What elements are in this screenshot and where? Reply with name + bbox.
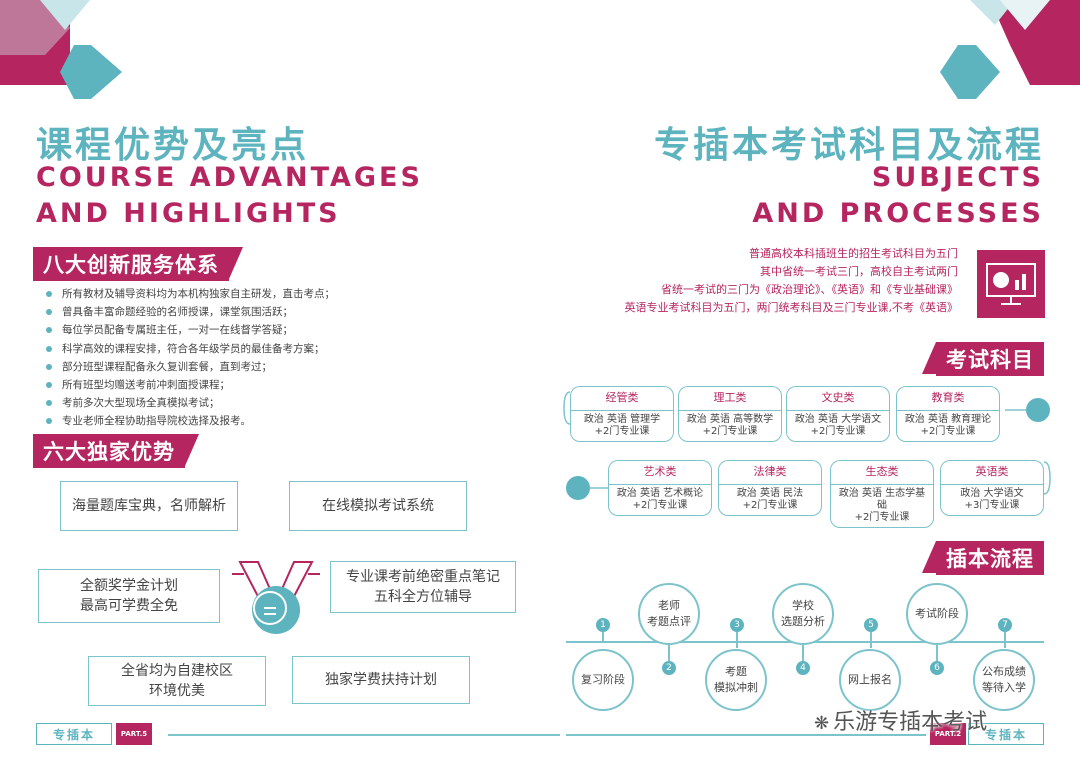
advantage-question-bank: 海量题库宝典，名师解析 [60, 481, 238, 531]
section-tag-process: 插本流程 [922, 541, 1044, 575]
step-school-selection: 学校选题分析 [772, 583, 834, 645]
step-exam: 考试阶段 [906, 583, 968, 645]
advantage-secret-notes: 专业课考前绝密重点笔记 五科全方位辅导 [330, 561, 516, 613]
step-mock-exam: 考题模拟冲刺 [705, 649, 767, 711]
right-title-en-line2: AND PROCESSES [752, 198, 1044, 229]
footer-label-right: 专插本 [968, 723, 1044, 745]
footer-line-right [566, 734, 926, 736]
section-tag-advantages: 六大独家优势 [33, 434, 199, 468]
right-title-cn: 专插本考试科目及流程 [653, 125, 1044, 166]
category-engineering: 理工类 政治 英语 高等数学+2门专业课 [678, 386, 782, 442]
watermark: ❋乐游专插本考试 [814, 710, 988, 735]
step-review: 复习阶段 [572, 649, 634, 711]
step-number: 5 [864, 618, 878, 632]
timeline-tick [602, 632, 604, 642]
left-title-cn: 课程优势及亮点 [36, 125, 310, 166]
step-number: 2 [662, 661, 676, 675]
left-title-en-line2: AND HIGHLIGHTS [36, 198, 341, 229]
footer-part-left: PART.5 [116, 723, 152, 745]
section-tag-subjects: 考试科目 [922, 342, 1044, 376]
right-title-en-line1: SUBJECTS [871, 162, 1044, 193]
category-law: 法律类 政治 英语 民法+2门专业课 [718, 460, 822, 516]
services-list: 所有教材及辅导资料均为本机构独家自主研发，直击考点； 曾具备丰富命题经验的名师授… [46, 285, 335, 431]
step-teacher-review: 老师考题点评 [638, 583, 700, 645]
step-results: 公布成绩等待入学 [973, 649, 1035, 711]
timeline-tick [936, 645, 938, 661]
footer-part-right: PART.2 [930, 723, 966, 745]
advantage-scholarship: 全额奖学金计划 最高可学费全免 [38, 569, 220, 623]
step-online-registration: 网上报名 [839, 649, 901, 711]
presentation-icon [977, 250, 1045, 318]
list-item: 部分班型课程配备永久复训套餐，直到考过； [46, 358, 335, 376]
left-title-en-line1: COURSE ADVANTAGES [36, 162, 423, 193]
footer-label-left: 专插本 [36, 723, 112, 745]
medal-icon [232, 561, 320, 634]
timeline-tick [668, 645, 670, 661]
top-right-decoration [940, 0, 1080, 99]
timeline-tick [802, 645, 804, 661]
list-item: 曾具备丰富命题经验的名师授课，课堂氛围活跃； [46, 303, 335, 321]
subjects-connector [563, 391, 1051, 500]
timeline-tick [870, 632, 872, 648]
list-item: 所有班型均赠送考前冲刺面授课程； [46, 376, 335, 394]
top-left-decoration [0, 0, 122, 99]
footer-line-left [168, 734, 560, 736]
list-item: 考前多次大型现场全真模拟考试； [46, 394, 335, 412]
step-number: 6 [930, 661, 944, 675]
category-art: 艺术类 政治 英语 艺术概论+2门专业课 [608, 460, 712, 516]
step-number: 3 [730, 618, 744, 632]
timeline-tick [1004, 632, 1006, 648]
timeline-tick [736, 632, 738, 648]
section-tag-services: 八大创新服务体系 [33, 247, 243, 281]
category-liberal-arts: 文史类 政治 英语 大学语文+2门专业课 [786, 386, 890, 442]
category-ecology: 生态类 政治 英语 生态学基础+2门专业课 [830, 460, 934, 528]
chat-icon: ❋ [814, 713, 830, 734]
list-item: 专业老师全程协助指导院校选择及报考。 [46, 412, 335, 430]
step-number: 7 [998, 618, 1012, 632]
advantage-online-exam: 在线模拟考试系统 [289, 481, 467, 531]
category-economics: 经管类 政治 英语 管理学+2门专业课 [570, 386, 674, 442]
advantage-tuition-support: 独家学费扶持计划 [292, 656, 470, 704]
list-item: 每位学员配备专属班主任，一对一在线督学答疑； [46, 321, 335, 339]
list-item: 所有教材及辅导资料均为本机构独家自主研发，直击考点； [46, 285, 335, 303]
step-number: 4 [796, 661, 810, 675]
category-english: 英语类 政治 大学语文+3门专业课 [940, 460, 1044, 516]
step-number: 1 [596, 618, 610, 632]
list-item: 科学高效的课程安排，符合各年级学员的最佳备考方案； [46, 340, 335, 358]
advantage-campus: 全省均为自建校区 环境优美 [88, 656, 266, 706]
intro-text: 普通高校本科插班生的招生考试科目为五门 其中省统一考试三门，高校自主考试两门 省… [624, 247, 959, 314]
category-education: 教育类 政治 英语 教育理论+2门专业课 [896, 386, 1000, 442]
